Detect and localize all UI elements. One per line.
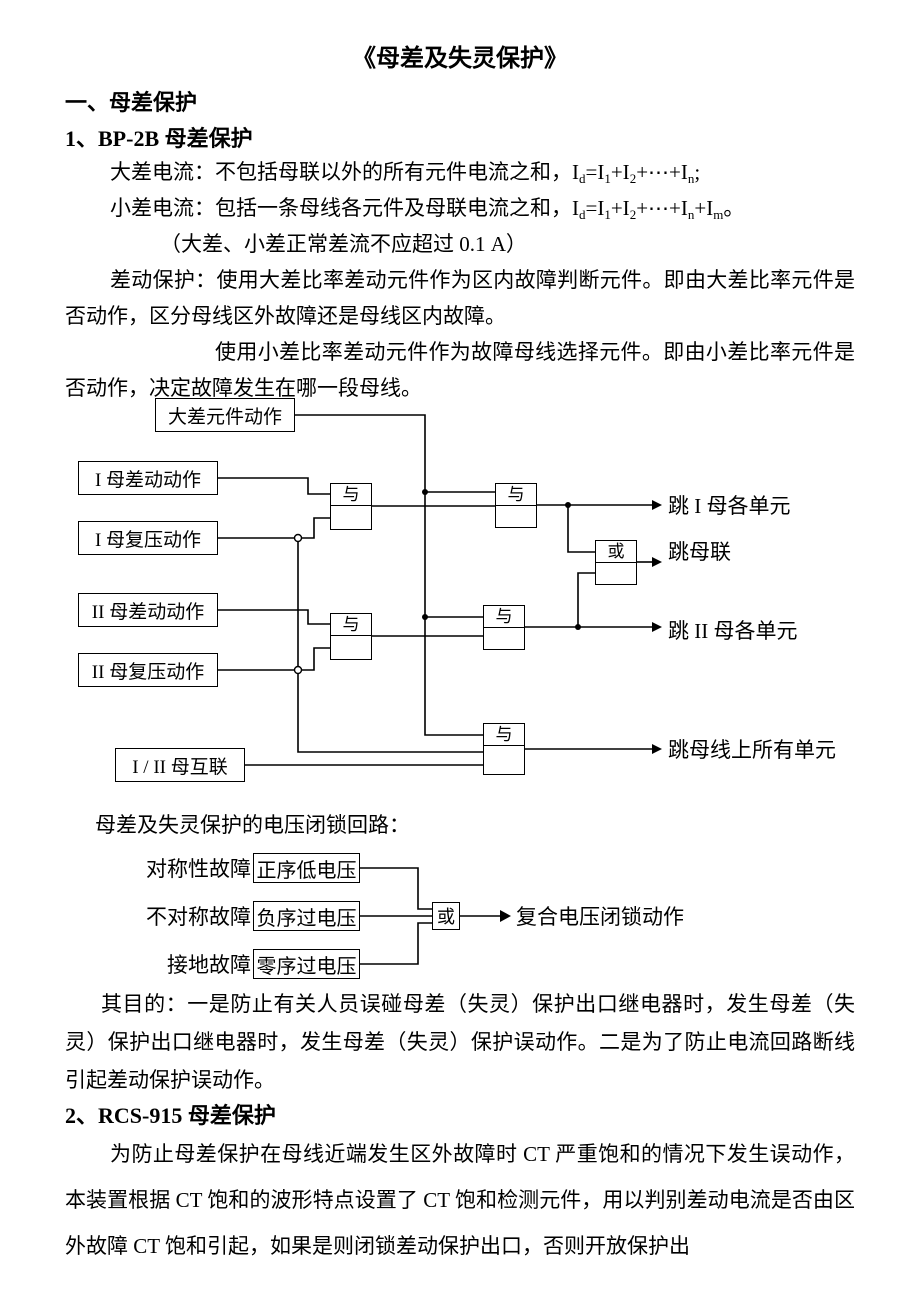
and-gate-label: 与 <box>496 484 536 506</box>
heading-bp2b: 1、BP-2B 母差保护 <box>65 126 253 151</box>
label-ground-fault: 接地故障 <box>167 953 251 977</box>
and-gate-trip-all: 与 <box>483 723 525 775</box>
box-bus1-diff-operate: I 母差动动作 <box>78 461 218 495</box>
heading-bus-diff-protection: 一、母差保护 <box>65 90 198 115</box>
box-bus2-diff-operate: II 母差动动作 <box>78 593 218 627</box>
and-gate-bus1: 与 <box>330 483 372 530</box>
and-gate-trip-bus2: 与 <box>483 605 525 650</box>
document-title: 《母差及失灵保护》 <box>352 46 568 72</box>
label-composite-voltage-lockout: 复合电压闭锁动作 <box>516 905 684 929</box>
paragraph-small-diff-selection: 使用小差比率差动元件作为故障母线选择元件。即由小差比率元件是否动作，决定故障发生… <box>65 340 855 400</box>
label-trip-all: 跳母线上所有单元 <box>668 738 836 762</box>
and-gate-label: 与 <box>331 614 371 636</box>
or-box: 或 <box>432 902 460 930</box>
paragraph-purpose: 其目的：一是防止有关人员误碰母差（失灵）保护出口继电器时，发生母差（失灵）保护出… <box>65 992 855 1092</box>
paragraph-diff-note: （大差、小差正常差流不应超过 0.1 A） <box>160 232 527 256</box>
box-large-diff-operate: 大差元件动作 <box>155 398 295 432</box>
or-gate-label: 或 <box>596 541 636 563</box>
paragraph-diff-protection: 差动保护：使用大差比率差动元件作为区内故障判断元件。即由大差比率元件是否动作，区… <box>65 268 855 328</box>
label-symmetric-fault: 对称性故障 <box>146 857 251 881</box>
voltage-lockout-diagram: 对称性故障 不对称故障 接地故障 正序低电压 负序过电压 零序过电压 或 复合电… <box>0 843 920 985</box>
paragraph-small-diff-current: 小差电流：包括一条母线各元件及母联电流之和，Id=I1+I2+⋯+In+Im。 <box>110 196 745 222</box>
box-bus-interlink: I / II 母互联 <box>115 748 245 782</box>
box-negative-seq-overvoltage: 负序过电压 <box>253 901 360 931</box>
box-bus1-voltage-operate: I 母复压动作 <box>78 521 218 555</box>
caption-voltage-lockout: 母差及失灵保护的电压闭锁回路： <box>95 813 410 837</box>
label-asymmetric-fault: 不对称故障 <box>146 905 251 929</box>
box-bus2-voltage-operate: II 母复压动作 <box>78 653 218 687</box>
wire-connections <box>218 414 662 766</box>
and-gate-label: 与 <box>484 724 524 746</box>
or-gate-tie: 或 <box>595 540 637 585</box>
label-trip-tie: 跳母联 <box>668 540 731 564</box>
and-gate-label: 与 <box>331 484 371 506</box>
box-zero-seq-overvoltage: 零序过电压 <box>253 949 360 979</box>
paragraph-large-diff-current: 大差电流：不包括母联以外的所有元件电流之和，Id=I1+I2+⋯+In; <box>110 160 701 186</box>
bus-diff-logic-diagram: 大差元件动作 I 母差动动作 I 母复压动作 II 母差动动作 II 母复压动作… <box>0 398 920 793</box>
and-gate-label: 与 <box>484 606 524 628</box>
and-gate-trip-bus1: 与 <box>495 483 537 528</box>
box-positive-seq-undervoltage: 正序低电压 <box>253 853 360 883</box>
and-gate-bus2: 与 <box>330 613 372 660</box>
heading-rcs915: 2、RCS-915 母差保护 <box>65 1103 276 1128</box>
paragraph-rcs915-intro: 为防止母差保护在母线近端发生区外故障时 CT 严重饱和的情况下发生误动作，本装置… <box>65 1142 855 1258</box>
wire-connections-2 <box>360 867 511 965</box>
label-trip-bus2: 跳 II 母各单元 <box>668 619 798 643</box>
label-trip-bus1: 跳 I 母各单元 <box>668 494 791 518</box>
